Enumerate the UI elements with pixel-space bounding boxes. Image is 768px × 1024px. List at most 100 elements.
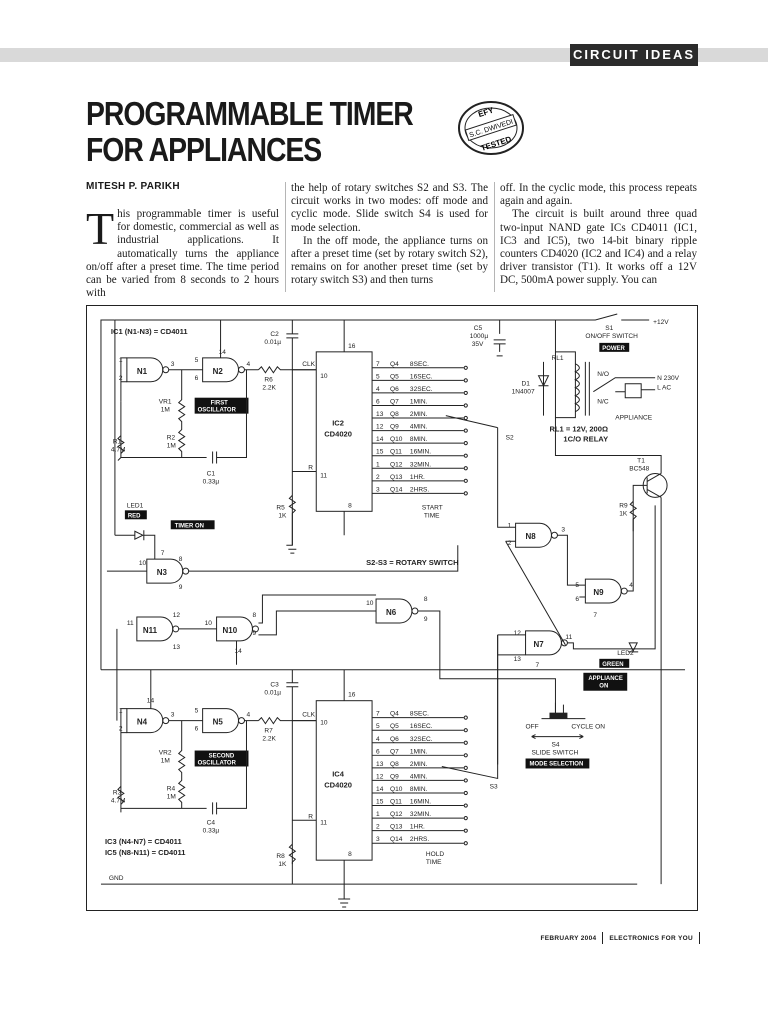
svg-text:12: 12 <box>173 612 181 619</box>
c2-label: C2 <box>270 331 279 338</box>
ic2-name: IC2 <box>332 419 344 428</box>
ic4-part: CD4020 <box>324 780 352 789</box>
efy-tested-stamp: EFY S.C. DWIVEDI TESTED <box>458 101 524 155</box>
gate-label: N6 <box>386 608 397 617</box>
svg-text:7: 7 <box>536 662 540 669</box>
ic2-pin16: 16 <box>348 343 356 350</box>
article-column-2: the help of rotary switches S2 and S3. T… <box>291 182 488 288</box>
first-osc-line2: OSCILLATOR <box>198 408 237 414</box>
vr2-value: 1M <box>161 757 170 764</box>
paragraph: his programmable timer is useful for dom… <box>86 208 279 300</box>
led2-label: LED2 <box>617 650 634 657</box>
c5-value: 1000µ <box>470 333 489 340</box>
resistor-r7: R7 2.2K <box>258 716 317 743</box>
appliance-on-line1: APPLIANCE <box>588 676 623 682</box>
led1-label: LED1 <box>127 502 144 509</box>
s1-desc: ON/OFF SWITCH <box>585 333 638 340</box>
ic2-pin10: 10 <box>320 373 328 380</box>
pin-number: 7 <box>376 361 380 368</box>
transistor-t1: T1 BC548 <box>554 417 668 885</box>
title-line-2: FOR APPLIANCES <box>86 131 322 168</box>
page-footer: FEBRUARY 2004 ELECTRONICS FOR YOU <box>470 932 700 944</box>
c3-value: 0.01µ <box>264 690 281 697</box>
svg-text:11: 11 <box>565 634 572 641</box>
svg-text:8: 8 <box>252 612 256 619</box>
svg-text:9: 9 <box>424 616 428 623</box>
r1-label: R1 <box>113 439 122 446</box>
svg-text:4: 4 <box>629 582 633 589</box>
time-value: 1HR. <box>410 824 425 831</box>
time-value: 16MIN. <box>410 449 431 456</box>
article-column-3: off. In the cyclic mode, this process re… <box>500 182 697 288</box>
gate-label: N4 <box>137 718 148 727</box>
time-value: 4MIN. <box>410 424 428 431</box>
ic4-pin16: 16 <box>348 692 356 699</box>
s1-label: S1 <box>605 325 613 332</box>
relay-rl1: RL1 D1 1N4007 N/O N/C N 230V L AC APPLIA… <box>512 319 680 444</box>
second-osc-line2: OSCILLATOR <box>198 760 237 766</box>
gate-n1: N1 123 <box>119 357 175 383</box>
output-name: Q8 <box>390 411 399 418</box>
pin-number: 12 <box>376 773 384 780</box>
first-osc-line1: FIRST <box>211 401 229 407</box>
led2-color: GREEN <box>602 662 623 668</box>
svg-text:4: 4 <box>246 712 250 719</box>
output-name: Q14 <box>390 486 403 493</box>
ic5-label: IC5 (N8-N11) = CD4011 <box>105 848 186 857</box>
s4-label: S4 <box>551 742 559 749</box>
r4-value: 1M <box>167 793 176 800</box>
t1-label: T1 <box>637 457 645 464</box>
output-name: Q4 <box>390 361 399 368</box>
time-value: 32MIN. <box>410 461 431 468</box>
svg-text:12: 12 <box>514 630 522 637</box>
circuit-diagram: .w{fill:none;stroke:#222;stroke-width:1;… <box>86 305 698 911</box>
clk-label-ic4: CLK <box>302 712 315 719</box>
hold-time-line1: HOLD <box>426 851 444 858</box>
svg-text:13: 13 <box>514 656 522 663</box>
title-line-1: PROGRAMMABLE TIMER <box>86 95 414 132</box>
svg-text:10: 10 <box>205 620 213 627</box>
section-tag: CIRCUIT IDEAS <box>570 44 698 66</box>
s4-desc: SLIDE SWITCH <box>532 750 579 757</box>
led2-green: LED2 GREEN APPLIANCE ON <box>583 642 639 691</box>
r4-label: R4 <box>167 785 176 792</box>
relay-nc: N/C <box>597 399 609 406</box>
r9-value: 1K <box>619 510 628 517</box>
s2-s3-note: S2-S3 = ROTARY SWITCH <box>366 558 459 567</box>
pin-number: 6 <box>376 748 380 755</box>
issue-date: FEBRUARY 2004 <box>540 934 597 942</box>
footer-divider <box>602 932 604 944</box>
relay-no: N/O <box>597 371 609 378</box>
output-name: Q14 <box>390 836 403 843</box>
column-divider <box>285 182 286 292</box>
pin-number: 5 <box>376 373 380 380</box>
relay-spec-2: 1C/O RELAY <box>563 435 608 444</box>
pin-number: 3 <box>376 486 380 493</box>
gate-label: N11 <box>143 626 158 635</box>
gate-n8: N8 123 <box>508 522 565 548</box>
output-name: Q10 <box>390 436 403 443</box>
gate-label: N2 <box>213 367 224 376</box>
ic4-pin11: 11 <box>320 819 327 826</box>
ic4-pin10: 10 <box>320 720 328 727</box>
svg-text:7: 7 <box>593 612 597 619</box>
svg-text:13: 13 <box>173 644 181 651</box>
output-name: Q4 <box>390 711 399 718</box>
time-value: 8MIN. <box>410 436 428 443</box>
ic2-part: CD4020 <box>324 430 352 439</box>
time-value: 2MIN. <box>410 411 428 418</box>
